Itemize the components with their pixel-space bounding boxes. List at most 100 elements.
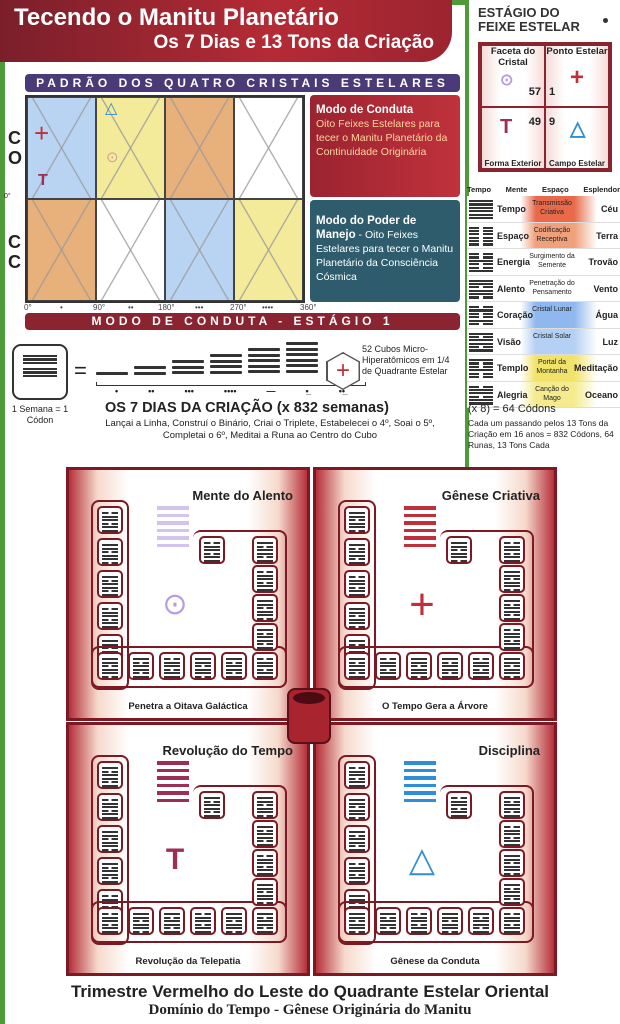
quadrant-title: Gênese Criativa xyxy=(441,488,540,503)
codon-box xyxy=(190,652,216,680)
codon-line xyxy=(504,614,520,616)
codon-line xyxy=(349,551,365,553)
codon-line xyxy=(226,665,242,667)
codon-box xyxy=(199,536,225,564)
codon-element: Terra xyxy=(596,230,618,241)
codon-line xyxy=(164,661,180,664)
codon-line xyxy=(504,552,520,555)
codon-line xyxy=(195,672,211,674)
codon-hexagram-icon xyxy=(469,332,493,353)
day-line xyxy=(172,360,204,363)
quadrant-glyph-icon: ⊙ xyxy=(162,588,188,621)
codon-line xyxy=(102,898,118,901)
codon-line xyxy=(504,833,520,835)
line xyxy=(157,506,189,510)
codon-line xyxy=(504,884,520,886)
codon-line xyxy=(380,668,396,671)
hexagram-line xyxy=(469,206,493,209)
quadrant-caption: Revolução da Telepatia xyxy=(135,956,241,967)
day-line xyxy=(172,371,204,374)
line xyxy=(404,513,436,517)
day-line xyxy=(248,359,280,362)
codon-line xyxy=(102,579,118,582)
grid-cell xyxy=(96,97,165,199)
codon-line xyxy=(349,806,365,808)
grid-cell xyxy=(234,199,303,301)
codon-line xyxy=(349,547,365,550)
codon-line xyxy=(380,661,396,664)
codon-line xyxy=(102,608,118,610)
codon-line xyxy=(349,561,365,564)
codon-meaning: Cristal Lunar xyxy=(532,306,572,313)
codon-box xyxy=(252,820,278,848)
codon-box xyxy=(252,623,278,651)
codon-line xyxy=(102,930,118,933)
codon-line xyxy=(102,668,118,671)
codon-box xyxy=(499,878,525,906)
codon-line xyxy=(349,809,365,812)
codon-note: Cada um passando pelos 13 Tons da Criaçã… xyxy=(468,418,614,450)
codon-line xyxy=(195,913,211,915)
codon-line xyxy=(349,554,365,557)
codon-line xyxy=(504,916,520,919)
day-line xyxy=(172,365,204,369)
day-step xyxy=(248,348,280,376)
codon-line xyxy=(349,913,365,915)
codon-line xyxy=(349,831,365,833)
codon-line xyxy=(257,661,273,664)
day-line xyxy=(248,364,280,368)
quadrant-caption: Penetra a Oitava Galáctica xyxy=(128,701,248,712)
codon-line xyxy=(257,585,273,587)
codon-line xyxy=(504,668,520,671)
codon-line xyxy=(349,920,365,922)
codon-line xyxy=(102,809,118,812)
day-step xyxy=(96,372,128,378)
codon-line xyxy=(442,927,458,929)
codon-total: (x 8) = 64 Códons xyxy=(468,403,556,415)
codon-box xyxy=(344,793,370,821)
codon-name: Coração xyxy=(497,310,534,320)
line xyxy=(157,776,189,780)
codon-box xyxy=(252,878,278,906)
codon-line xyxy=(473,661,489,664)
codon-meaning: Cristal Solar xyxy=(532,332,572,340)
cubes-text: 52 Cubos Micro-Hiperatômicos em 1/4 de Q… xyxy=(362,344,450,376)
codon-line xyxy=(102,658,118,660)
quadrant-title: Disciplina xyxy=(478,743,540,758)
codon-line xyxy=(164,930,180,933)
codon-box xyxy=(406,652,432,680)
codon-line xyxy=(451,800,467,803)
day-step xyxy=(172,360,204,377)
codon-box xyxy=(344,506,370,534)
hexagram-line xyxy=(469,200,493,203)
codon-line xyxy=(349,880,365,883)
codon-box xyxy=(97,793,123,821)
codon-box xyxy=(499,594,525,622)
codon-line xyxy=(257,614,273,616)
codon-line xyxy=(204,804,220,806)
codon-line xyxy=(349,668,365,671)
codon-line xyxy=(204,542,220,544)
line xyxy=(404,536,436,540)
codon-line xyxy=(349,522,365,525)
codon-line xyxy=(349,799,365,801)
codon-line xyxy=(504,829,520,832)
codon-column-frame xyxy=(338,755,376,945)
line xyxy=(157,543,189,547)
codon-line xyxy=(504,675,520,678)
codon-line xyxy=(380,927,396,929)
line xyxy=(404,543,436,547)
codon-line xyxy=(380,920,396,922)
codon-line xyxy=(504,843,520,846)
codon-line xyxy=(411,916,427,919)
codon-line xyxy=(257,923,273,926)
quadrant-caption: Gênese da Conduta xyxy=(390,956,480,967)
line xyxy=(404,768,436,772)
codon-line xyxy=(226,920,242,922)
codon-line xyxy=(380,916,396,919)
codon-line xyxy=(473,930,489,933)
codon-line xyxy=(133,927,149,929)
codon-line xyxy=(349,930,365,933)
line xyxy=(404,521,436,525)
codon-line xyxy=(504,804,520,806)
